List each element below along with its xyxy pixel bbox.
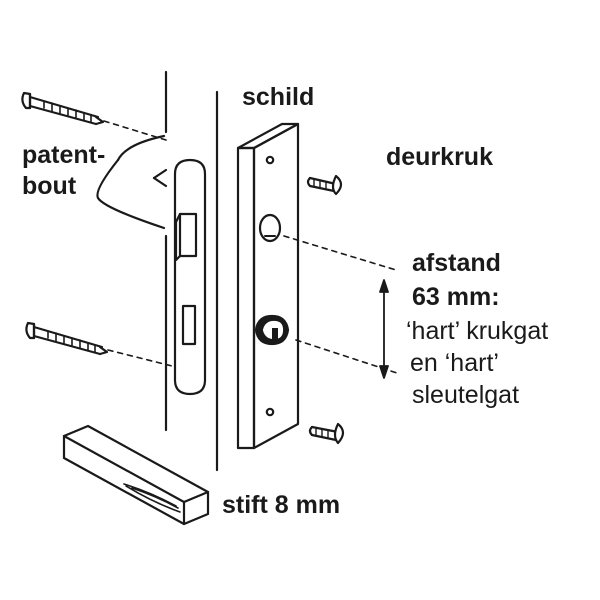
label-note-line1: ‘hart’ krukgat <box>406 317 549 345</box>
label-patent-line2: bout <box>22 172 77 200</box>
screw-icon <box>306 174 343 196</box>
label-afstand-line1: afstand <box>412 249 501 277</box>
label-note-line2: en ‘hart’ <box>410 349 499 377</box>
label-deurkruk: deurkruk <box>386 143 493 171</box>
door-edge <box>164 70 219 472</box>
escutcheon-plate-icon <box>236 122 300 450</box>
lock-case-icon <box>173 158 207 396</box>
label-note-line3: sleutelgat <box>412 381 520 409</box>
spindle-icon <box>62 424 210 526</box>
label-patent-line1: patent- <box>22 141 106 169</box>
label-stift: stift 8 mm <box>222 491 341 519</box>
label-afstand-line2: 63 mm: <box>412 283 500 311</box>
screw-icon <box>308 422 345 445</box>
label-schild: schild <box>242 83 315 111</box>
guide-lines <box>103 120 401 375</box>
screw-icon <box>21 91 105 126</box>
distance-arrow <box>379 279 389 379</box>
screw-icon <box>25 321 109 356</box>
latch-bolt <box>96 134 168 230</box>
